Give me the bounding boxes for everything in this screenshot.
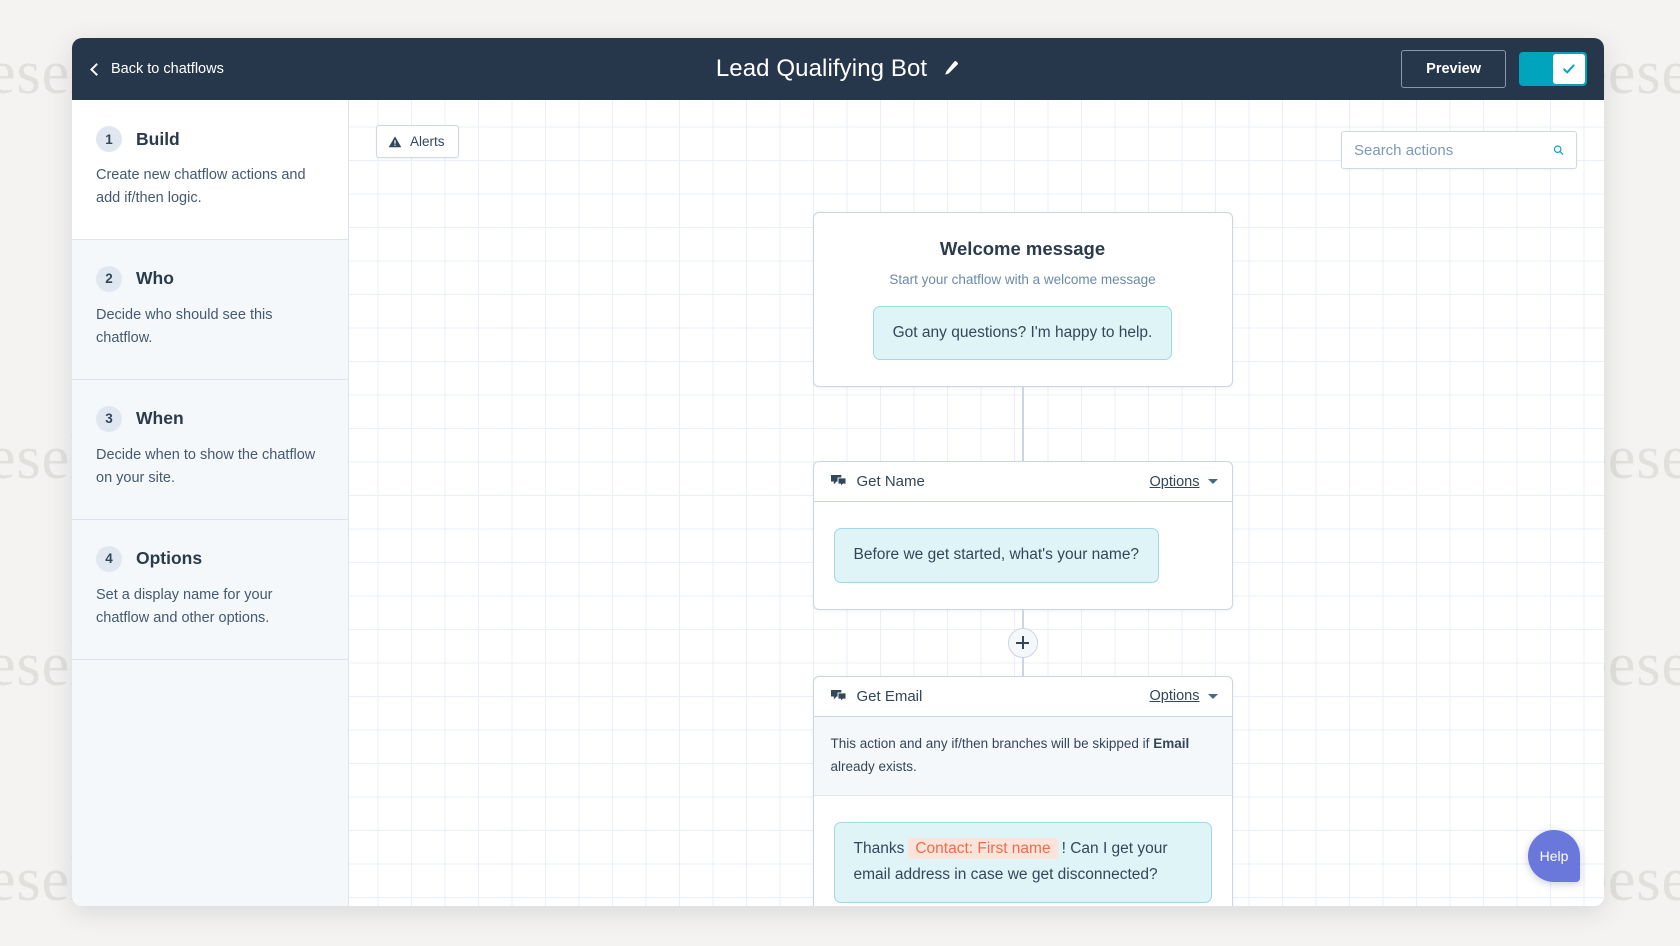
help-button[interactable]: Help [1528,830,1580,882]
toggle-knob [1553,54,1585,84]
bubble-text-after: ! Can I get your email address in case w… [853,839,1168,884]
step-title: Build [136,128,180,149]
top-bar: Back to chatflows Lead Qualifying Bot Pr… [72,38,1604,100]
flow-connector [1021,609,1024,628]
step-title: When [136,408,184,429]
get-email-label: Get Email [856,687,923,705]
chevron-left-icon [90,62,103,76]
check-icon [1563,64,1575,74]
search-actions-box[interactable] [1341,131,1577,169]
step-number: 2 [96,265,122,292]
get-email-card[interactable]: Get Email Options This action and any if… [812,675,1233,906]
get-name-card[interactable]: Get Name Options Before we get started, … [812,461,1233,610]
options-label: Options [1149,473,1200,490]
flow-connector [1021,657,1024,676]
step-header: 3 When [96,405,324,432]
personalization-token[interactable]: Contact: First name [908,837,1058,859]
step-description: Decide who should see this chatflow. [96,306,273,347]
app-window: Back to chatflows Lead Qualifying Bot Pr… [72,38,1604,906]
search-input[interactable] [1354,141,1553,159]
welcome-card-title: Welcome message [939,238,1106,259]
back-to-chatflows-link[interactable]: Back to chatflows [90,61,224,77]
back-link-label: Back to chatflows [111,61,224,77]
search-icon [1553,145,1564,155]
main-body: 1 Build Create new chatflow actions and … [72,100,1604,906]
page-title: Lead Qualifying Bot [715,55,928,82]
warning-triangle-icon [388,135,402,147]
welcome-card-subtitle: Start your chatflow with a welcome messa… [889,272,1156,287]
sidebar-step-who[interactable]: 2 Who Decide who should see this chatflo… [72,240,348,380]
get-email-skip-notice: This action and any if/then branches wil… [813,716,1232,796]
chevron-down-icon [1207,479,1218,485]
get-name-options-dropdown[interactable]: Options [1150,474,1218,490]
notice-text-after: already exists. [830,759,917,775]
step-header: 4 Options [96,545,324,572]
get-name-label: Get Name [856,473,925,491]
get-email-card-header: Get Email Options [813,676,1232,717]
flow-connector [1021,387,1024,462]
steps-sidebar: 1 Build Create new chatflow actions and … [72,100,349,906]
step-description: Decide when to show the chatflow on your… [96,446,316,487]
step-number: 3 [96,405,122,432]
sidebar-step-options[interactable]: 4 Options Set a display name for your ch… [72,520,348,660]
flow-container: Welcome message Start your chatflow with… [812,212,1233,906]
step-header: 1 Build [96,126,324,152]
step-header: 2 Who [96,265,324,292]
welcome-message-bubble[interactable]: Got any questions? I'm happy to help. [872,306,1173,361]
sidebar-filler [72,659,348,906]
step-title: Options [136,548,203,569]
options-label: Options [1149,688,1200,705]
chat-bubbles-icon [830,475,846,489]
get-name-bubble[interactable]: Before we get started, what's your name? [833,528,1160,583]
top-bar-actions: Preview [1401,50,1587,88]
get-name-card-body: Before we get started, what's your name? [814,502,1232,608]
step-description: Set a display name for your chatflow and… [96,586,273,627]
sidebar-step-when[interactable]: 3 When Decide when to show the chatflow … [72,380,348,520]
step-number: 1 [96,126,122,152]
preview-button[interactable]: Preview [1401,50,1506,88]
chat-bubbles-icon [830,689,846,703]
notice-property-name: Email [1153,735,1190,751]
sidebar-step-build[interactable]: 1 Build Create new chatflow actions and … [72,100,348,240]
add-action-button[interactable] [1007,627,1038,658]
get-name-card-header: Get Name Options [813,462,1232,503]
get-email-options-dropdown[interactable]: Options [1150,688,1218,704]
flow-canvas[interactable]: Alerts Welcome message Start your chatfl… [349,100,1604,906]
chatflow-enabled-toggle[interactable] [1519,52,1587,86]
pencil-icon[interactable] [940,59,960,79]
step-title: Who [136,268,174,289]
welcome-message-card[interactable]: Welcome message Start your chatflow with… [812,212,1233,388]
alerts-button[interactable]: Alerts [376,125,459,158]
title-area: Lead Qualifying Bot [72,38,1604,100]
bubble-text-before: Thanks [853,839,905,857]
step-description: Create new chatflow actions and add if/t… [96,167,306,207]
chevron-down-icon [1207,693,1218,699]
alerts-label: Alerts [410,134,445,149]
notice-text-before: This action and any if/then branches wil… [830,735,1154,751]
step-number: 4 [96,545,122,572]
